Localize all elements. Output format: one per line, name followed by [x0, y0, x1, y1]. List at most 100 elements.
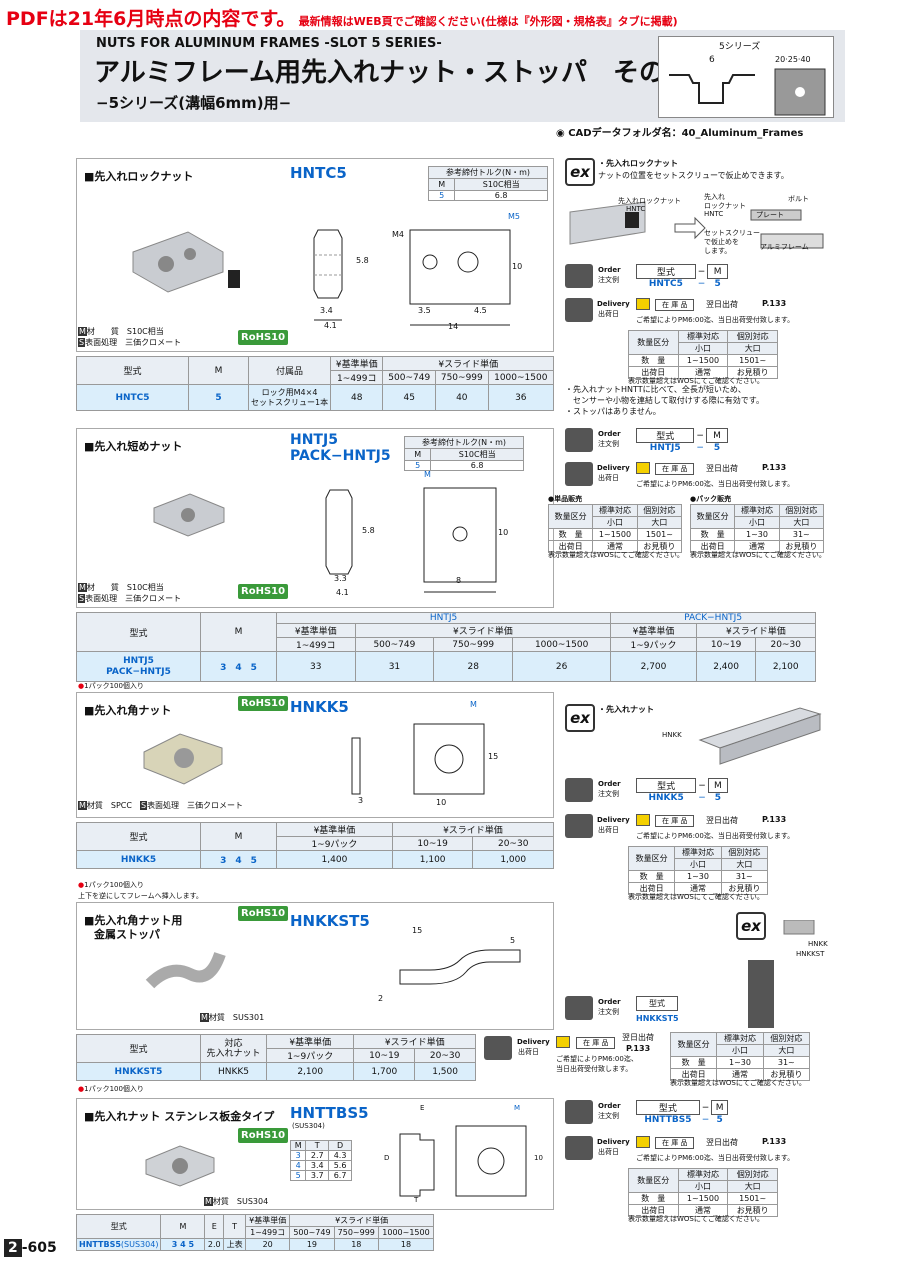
s1-dim-34: 3.4: [320, 306, 333, 315]
mtd-m: 5: [289, 1170, 307, 1181]
s1-lbl-nut2: 先入れ: [704, 193, 725, 201]
s3-order: 型式−M HNKK5−5: [635, 778, 729, 803]
s1-lbl-set: セットスクリュー: [704, 229, 760, 237]
order-icon: [565, 428, 593, 452]
s5-dim-t: T: [414, 1196, 419, 1204]
s1-ex-desc: ナットの位置をセットスクリューで仮止めできます。: [598, 171, 789, 180]
stopper-image: [145, 951, 226, 989]
s3-dim-3: 3: [358, 796, 364, 805]
s4-panel: [76, 902, 554, 1030]
m3: 5: [250, 663, 257, 673]
q1: 1~499コ: [330, 370, 384, 385]
s5-dim-10: 10: [534, 1154, 543, 1162]
order-h1: 型式: [635, 778, 697, 793]
qty-h3b: 大口: [727, 1180, 778, 1193]
s5-model: HNTTBS5: [290, 1104, 369, 1122]
cad-icon: ◉: [556, 128, 569, 139]
cell-e: 2.0: [204, 1238, 225, 1251]
order-label: Order: [598, 266, 621, 274]
torque-v: 6.8: [430, 460, 524, 471]
torque-h2: S10C相当: [454, 178, 548, 191]
delivery-note1: ご希望によりPM6:00迄、: [556, 1055, 638, 1063]
s1-rohs: RoHS10: [238, 330, 289, 345]
order-h1: 型式: [636, 1100, 700, 1115]
h-t: T: [223, 1214, 247, 1239]
qty-r2: 出荷日: [547, 540, 594, 553]
single-note: 表示数量超えはWOSにてご確認ください。: [548, 551, 684, 559]
qty-h3: 個別対応: [636, 504, 683, 517]
qty-h3b: 大口: [720, 858, 769, 871]
stock-box-icon: [636, 814, 650, 826]
q3: 20~30: [414, 1048, 476, 1063]
stock-box-icon: [636, 298, 650, 310]
torque-h1: M: [427, 178, 456, 191]
p2: 31: [354, 651, 435, 682]
order-icon: [565, 264, 593, 288]
h-acc: 付属品: [247, 356, 332, 385]
s2-material: M材 質 S10C相当: [78, 583, 164, 592]
s1-dim-45: 4.5: [474, 306, 487, 315]
torque-title: 参考締付トルク(N・m): [404, 436, 524, 449]
h-std: ¥基準単価: [245, 1214, 291, 1227]
s2-drawing: [325, 487, 497, 593]
m2: 4: [180, 1240, 186, 1249]
torque-m: 5: [403, 460, 432, 471]
s2-dim-33: 3.3: [334, 574, 347, 583]
qty-r2: 出荷日: [689, 540, 736, 553]
qty-r2a: 通常: [677, 366, 729, 379]
order-v2: 5: [714, 279, 721, 289]
s2-note-text: 1パック100個入り: [84, 682, 144, 690]
delivery-label: Delivery: [597, 1138, 630, 1146]
cell-type: HNTTBS5: [79, 1240, 121, 1249]
order-label2: 注文例: [598, 1112, 619, 1120]
q4: 1000~1500: [512, 637, 612, 652]
delivery-note2: 当日出荷受付致します。: [556, 1065, 633, 1073]
qty-r1: 数 量: [628, 354, 679, 367]
qty-h1: 数量区分: [628, 330, 679, 355]
qty-h3: 個別対応: [762, 1032, 811, 1045]
qty-h2: 標準対応: [716, 1032, 764, 1045]
p1: 1,400: [276, 850, 393, 869]
series-sizes: 20·25·40: [775, 55, 811, 64]
short-nut-image: [153, 493, 225, 537]
s4-note: ●1パック100個入り: [78, 1085, 144, 1093]
cell-type: HNKK5: [76, 850, 201, 869]
group-hntj5: HNTJ5: [275, 612, 612, 624]
h-type: 型式: [76, 612, 201, 652]
delivery-note: ご希望によりPM6:00迄、当日出荷受付致します。: [636, 316, 795, 324]
s1-lbl-hntc: HNTC: [626, 205, 646, 213]
s3-note1: ●1パック100個入り: [78, 881, 144, 889]
q3: 750~999: [333, 1226, 379, 1239]
qty-h1: 数量区分: [547, 504, 594, 529]
stock-label: 在 庫 品: [655, 463, 695, 475]
m2: 4: [235, 663, 242, 673]
series-box: 5シリーズ 6 20·25·40: [658, 36, 834, 118]
s5-dim-d: D: [384, 1154, 390, 1162]
delivery-label: Delivery: [597, 464, 630, 472]
page-ref: P.133: [762, 299, 787, 308]
qty-h3: 個別対応: [720, 846, 769, 859]
s1-ex-image: [569, 201, 824, 249]
order-v2: 5: [713, 443, 721, 453]
qty-h3: 個別対応: [778, 504, 825, 517]
qty-note: 表示数量超えはWOSにてご確認ください。: [628, 893, 764, 901]
delivery-icon: [565, 814, 593, 838]
p4: 36: [487, 384, 555, 411]
s1-dim-41: 4.1: [324, 321, 337, 330]
s4-dim-2: 2: [378, 994, 384, 1003]
order-h2: M: [707, 264, 728, 279]
s3-ex-icon: ex: [565, 704, 595, 732]
qty-r2a: 通常: [677, 1204, 729, 1217]
qty-r1b: 1501~: [636, 528, 683, 541]
s5-title: ■先入れナット ステンレス板金タイプ: [84, 1110, 275, 1123]
s2-order: 型式−M HNTJ5−5: [635, 428, 729, 453]
s4-drawing: [399, 949, 521, 985]
qty-r1: 数 量: [689, 528, 736, 541]
stock-label: 在 庫 品: [576, 1037, 616, 1049]
